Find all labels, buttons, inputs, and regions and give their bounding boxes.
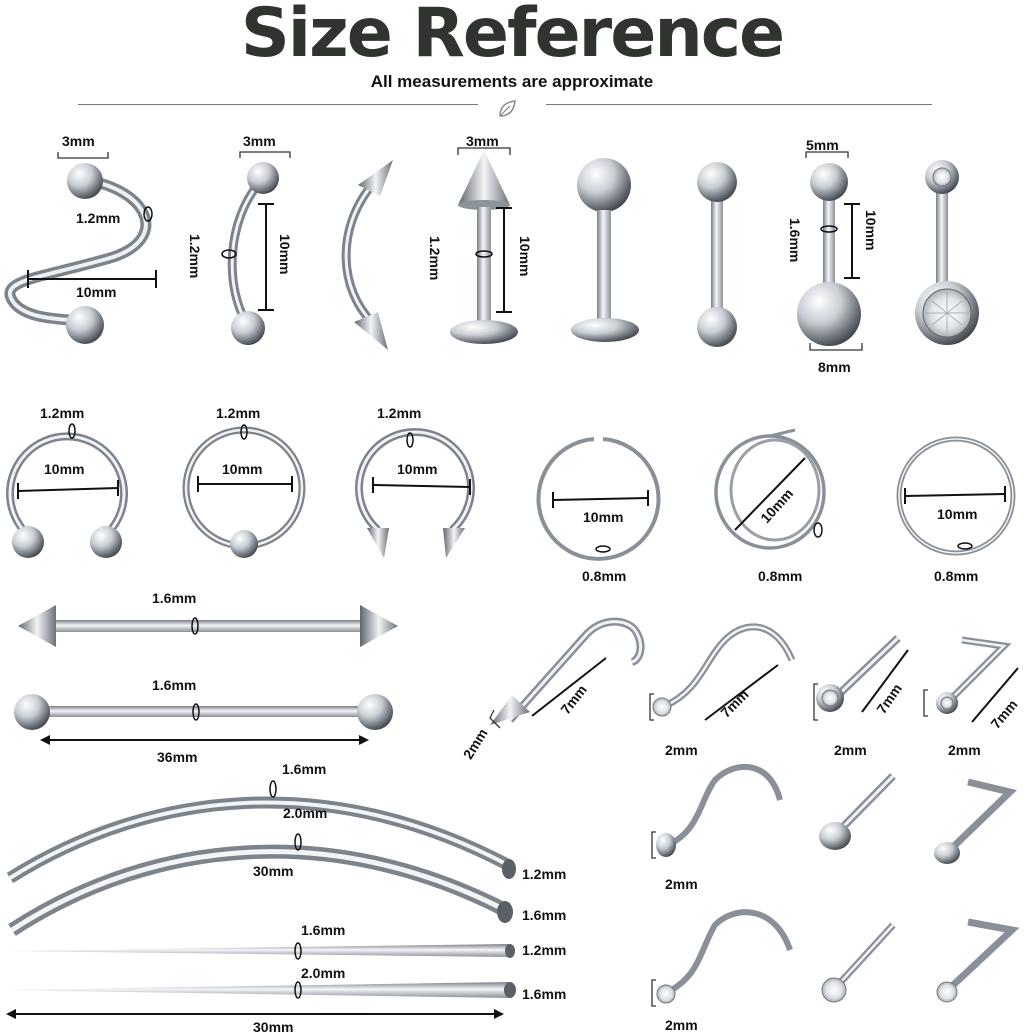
- industrial-ball-illustration: [14, 694, 393, 745]
- belly-ring-gem-illustration: [915, 160, 979, 345]
- spiral-twister-width-label: 10mm: [76, 284, 117, 300]
- nose-screw-gem-head-label: 2mm: [665, 742, 698, 758]
- spiral-ring-illustration: [714, 428, 826, 550]
- labret-ball-illustration: [571, 158, 639, 342]
- nose-flat-row-head-label: 2mm: [665, 876, 698, 892]
- page-title: Size Reference: [240, 0, 785, 73]
- taper-straight-1-end-label: 1.2mm: [522, 942, 567, 958]
- leaf-icon: [499, 100, 516, 117]
- horseshoe-spike-illustration: [355, 427, 475, 558]
- taper-straight-2-length-label: 30mm: [253, 1019, 294, 1035]
- belly-ring-illustration: [797, 151, 863, 351]
- nose-bone-gem-head-label: 2mm: [834, 742, 867, 758]
- taper-curved-2-end-label: 1.6mm: [522, 907, 567, 923]
- industrial-ball-length-label: 36mm: [157, 749, 198, 765]
- industrial-ball-gauge-label: 1.6mm: [152, 677, 197, 693]
- nose-flat-row-illustration: [651, 764, 1018, 864]
- seamless-ring-gauge-label: 0.8mm: [582, 568, 627, 584]
- taper-curved-1-illustration: [6, 780, 516, 884]
- spiral-twister-illustration: [4, 152, 157, 344]
- nose-prong-row-head-label: 2mm: [665, 1017, 698, 1033]
- taper-curved-1-end-label: 1.2mm: [522, 866, 567, 882]
- belly-ring-length-label: 10mm: [863, 210, 879, 251]
- curved-spike-barbell-illustration: [341, 160, 393, 350]
- taper-straight-1-wide-label: 1.6mm: [301, 922, 346, 938]
- segment-ring-gauge-label: 0.8mm: [934, 568, 979, 584]
- seamless-ring-diameter-label: 10mm: [583, 509, 624, 525]
- captive-bead-ring-gauge-label: 1.2mm: [216, 405, 261, 421]
- segment-ring-diameter-label: 10mm: [937, 506, 978, 522]
- captive-bead-ring-diameter-label: 10mm: [222, 461, 263, 477]
- belly-ring-gauge-label: 1.6mm: [787, 218, 803, 263]
- horseshoe-spike-diameter-label: 10mm: [397, 461, 438, 477]
- horseshoe-ball-illustration: [6, 423, 128, 558]
- nose-prong-row-illustration: [651, 909, 1020, 1007]
- taper-straight-2-end-label: 1.6mm: [522, 986, 567, 1002]
- curved-barbell-length-label: 10mm: [277, 234, 293, 275]
- nose-l-gem-illustration: [923, 636, 1019, 723]
- straight-barbell-illustration: [697, 162, 737, 347]
- taper-straight-1-illustration: [4, 942, 515, 960]
- curved-barbell-gauge-label: 1.2mm: [187, 234, 203, 279]
- industrial-spike-gauge-label: 1.6mm: [152, 590, 197, 606]
- divider-left: [78, 104, 478, 105]
- spiral-ring-gauge-label: 0.8mm: [758, 568, 803, 584]
- belly-ring-bottom-ball-label: 8mm: [818, 359, 851, 375]
- taper-straight-2-illustration: [4, 981, 516, 1019]
- nose-l-gem-head-label: 2mm: [948, 742, 981, 758]
- taper-curved-2-length-label: 30mm: [253, 863, 294, 879]
- belly-ring-top-ball-label: 5mm: [806, 137, 839, 153]
- taper-curved-2-illustration: [8, 833, 513, 936]
- taper-curved-2-wide-label: 2.0mm: [283, 805, 328, 821]
- horseshoe-ball-gauge-label: 1.2mm: [40, 405, 85, 421]
- segment-ring-illustration: [896, 436, 1016, 556]
- taper-straight-2-wide-label: 2.0mm: [301, 965, 346, 981]
- divider-right: [546, 104, 932, 105]
- captive-bead-ring-illustration: [182, 424, 306, 558]
- labret-spike-length-label: 10mm: [517, 236, 533, 277]
- curved-barbell-ball-label: 3mm: [243, 133, 276, 149]
- nose-bone-gem-illustration: [813, 635, 909, 721]
- nose-screw-gem-illustration: [649, 623, 796, 721]
- curved-barbell-illustration: [221, 151, 291, 345]
- taper-curved-1-wide-label: 1.6mm: [282, 761, 327, 777]
- seamless-ring-illustration: [536, 437, 661, 561]
- nose-screw-spike-illustration: [489, 617, 645, 729]
- labret-spike-gauge-label: 1.2mm: [427, 236, 443, 281]
- page-subtitle: All measurements are approximate: [370, 72, 654, 91]
- spiral-twister-ball-label: 3mm: [62, 133, 95, 149]
- industrial-spike-illustration: [18, 605, 398, 647]
- horseshoe-spike-gauge-label: 1.2mm: [377, 405, 422, 421]
- horseshoe-ball-diameter-label: 10mm: [44, 461, 85, 477]
- labret-spike-illustration: [450, 147, 518, 344]
- labret-spike-label: 3mm: [466, 133, 499, 149]
- spiral-twister-gauge-label: 1.2mm: [76, 210, 121, 226]
